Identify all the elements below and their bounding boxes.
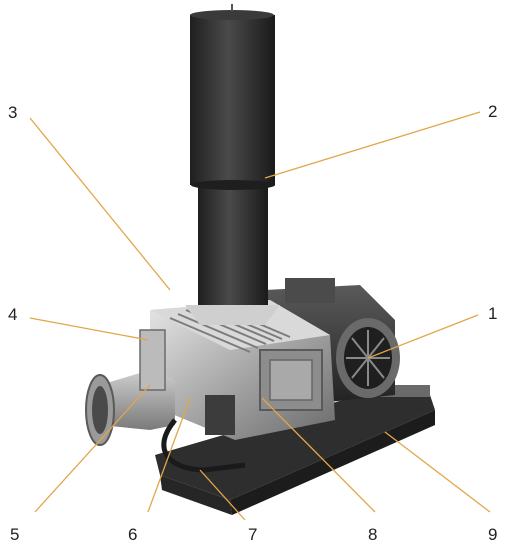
leader-lines (29, 111, 491, 521)
callout-number-3: 3 (8, 103, 18, 122)
callout-number-9: 9 (488, 525, 498, 544)
inlet-pipe (85, 329, 175, 446)
callout-number-7: 7 (248, 525, 258, 544)
callout-number-6: 6 (128, 525, 138, 544)
leader-line-5 (34, 384, 151, 513)
callout-number-1: 1 (488, 304, 498, 323)
leader-line-8 (261, 397, 376, 513)
callout-number-2: 2 (488, 102, 498, 121)
leader-line-1 (367, 314, 479, 359)
leader-line-6 (147, 397, 191, 513)
leader-line-3 (29, 117, 171, 291)
callout-number-8: 8 (368, 525, 378, 544)
silencer-stack (185, 4, 280, 325)
callout-number-4: 4 (8, 305, 18, 324)
leader-line-2 (264, 111, 481, 179)
hose (161, 418, 246, 473)
callout-number-5: 5 (10, 525, 20, 544)
leader-line-7 (199, 469, 246, 521)
base-frame (155, 385, 435, 515)
leader-line-9 (384, 431, 491, 513)
leader-line-4 (29, 317, 149, 341)
